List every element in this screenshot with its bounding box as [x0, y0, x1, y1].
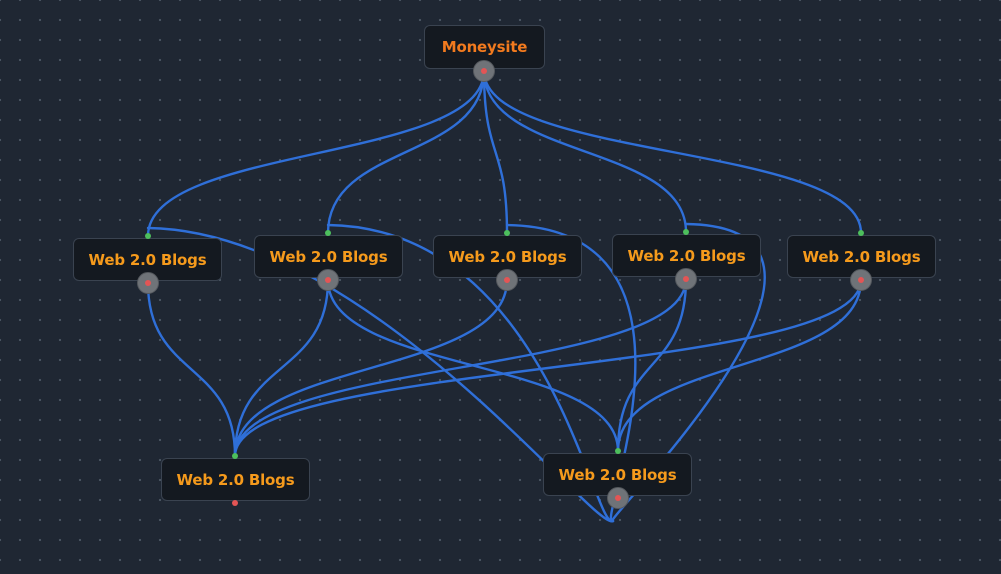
edge-blog2-to-blog7[interactable] [326, 278, 620, 453]
edge-blog7-to-blog2[interactable] [326, 223, 615, 523]
node-label: Moneysite [441, 38, 528, 56]
node-label: Web 2.0 Blogs [269, 247, 388, 266]
input-port-blog3[interactable] [504, 230, 510, 236]
edge-moneysite-to-blog5[interactable] [482, 69, 863, 235]
input-port-blog6[interactable] [232, 453, 238, 459]
node-label: Web 2.0 Blogs [448, 247, 567, 266]
edge-blog7-to-blog1[interactable] [146, 226, 615, 523]
output-dot-blog5 [858, 277, 864, 283]
edge-moneysite-to-blog4[interactable] [482, 69, 688, 234]
output-dot-blog2 [325, 277, 331, 283]
edge-blog1-to-blog6[interactable] [146, 281, 237, 458]
output-dot-blog3 [504, 277, 510, 283]
input-port-blog4[interactable] [683, 229, 689, 235]
edge-blog3-to-blog6[interactable] [233, 278, 509, 458]
edge-blog4-to-blog6[interactable] [233, 277, 688, 458]
edge-blog4-to-blog7[interactable] [616, 277, 688, 453]
output-dot-moneysite [481, 68, 487, 74]
output-dot-blog1 [145, 280, 151, 286]
input-port-blog5[interactable] [858, 230, 864, 236]
node-label: Web 2.0 Blogs [627, 246, 746, 265]
edge-moneysite-to-blog2[interactable] [326, 69, 486, 235]
edge-blog5-to-blog7[interactable] [616, 278, 863, 453]
output-dot-blog4 [683, 276, 689, 282]
input-port-blog7[interactable] [615, 448, 621, 454]
node-label: Web 2.0 Blogs [558, 465, 677, 484]
node-label: Web 2.0 Blogs [88, 250, 207, 269]
edge-moneysite-to-blog1[interactable] [146, 69, 486, 238]
edge-moneysite-to-blog3[interactable] [482, 69, 509, 235]
edge-blog5-to-blog6[interactable] [233, 278, 863, 458]
node-label: Web 2.0 Blogs [176, 470, 295, 489]
output-dot-blog6[interactable] [232, 500, 238, 506]
edge-blog2-to-blog6[interactable] [233, 278, 330, 458]
output-dot-blog7 [615, 495, 621, 501]
input-port-blog2[interactable] [325, 230, 331, 236]
input-port-blog1[interactable] [145, 233, 151, 239]
node-web20-blog-6[interactable]: Web 2.0 Blogs [161, 458, 310, 501]
node-label: Web 2.0 Blogs [802, 247, 921, 266]
